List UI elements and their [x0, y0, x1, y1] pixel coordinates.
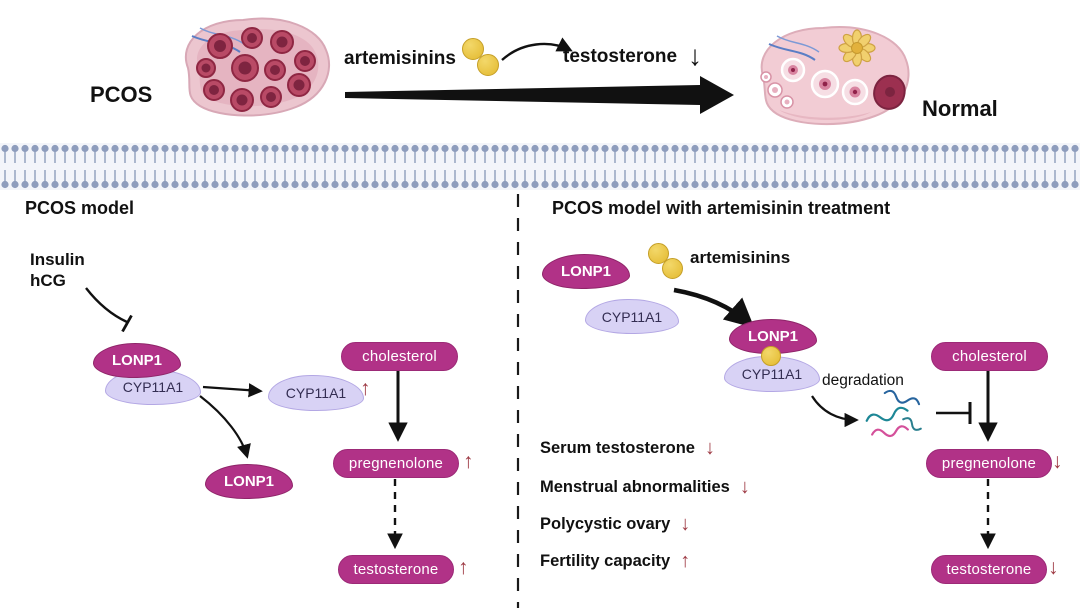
cyp11a1-free-right: CYP11A1	[585, 299, 679, 334]
right-panel-title: PCOS model with artemisinin treatment	[552, 198, 891, 218]
outcome-label: Fertility capacity	[540, 551, 671, 570]
artemisinin-molecule-icon	[662, 258, 683, 279]
artemisinin-molecule-icon	[462, 38, 484, 60]
cyp11a1-up-arrow-icon: ↑	[360, 377, 371, 400]
lonp1-label: LONP1	[223, 473, 274, 490]
lonp1-label: LONP1	[560, 263, 611, 280]
pregnenolone-pill-left: pregnenolone	[333, 449, 459, 478]
outcome-polycystic-ovary: Polycystic ovary ↓	[540, 514, 690, 534]
cholesterol-label: cholesterol	[952, 348, 1027, 365]
testosterone-down-arrow-icon: ↓	[688, 40, 702, 71]
insulin-inhibition-tbar	[121, 314, 133, 333]
testosterone-top-label: testosterone	[563, 46, 678, 67]
artemisinins-right-label: artemisinins	[690, 248, 791, 267]
outcome-label: Polycystic ovary	[540, 514, 671, 533]
pregnenolone-up-arrow-icon: ↑	[463, 450, 474, 473]
left-panel-title: PCOS model	[25, 198, 135, 218]
outcome-fertility-capacity: Fertility capacity ↑	[540, 551, 690, 571]
degradation-arrow	[811, 395, 859, 428]
complex-to-cyp11a1-arrow	[202, 383, 263, 398]
insulin-inhibition-line	[85, 287, 128, 324]
artemisinin-to-testosterone-arrow	[501, 37, 573, 61]
cholesterol-label: cholesterol	[362, 348, 437, 365]
cholesterol-pill-left: cholesterol	[341, 342, 458, 371]
lipid-bilayer-membrane	[0, 143, 1080, 190]
corpus-luteum-flower-icon	[838, 29, 876, 67]
artemisinin-molecule-icon	[477, 54, 499, 76]
down-arrow-icon: ↓	[704, 437, 715, 459]
cyp11a1-label: CYP11A1	[741, 366, 803, 382]
lonp1-label: LONP1	[111, 352, 162, 369]
artemisinin-in-complex-icon	[761, 346, 781, 366]
pregnenolone-label: pregnenolone	[941, 455, 1037, 472]
pregnenolone-down-arrow-icon: ↓	[1052, 450, 1063, 473]
cyp11a1-released: CYP11A1	[268, 375, 364, 411]
testosterone-down-arrow-icon: ↓	[1048, 556, 1059, 579]
pregnenolone-label: pregnenolone	[348, 455, 444, 472]
insulin-label: Insulin	[30, 250, 85, 269]
lonp1-released: LONP1	[205, 464, 293, 499]
pregnenolone-pill-right: pregnenolone	[926, 449, 1052, 478]
cyp11a1-label: CYP11A1	[601, 308, 663, 325]
pcos-ovary-illustration	[184, 17, 331, 117]
pcos-to-normal-arrow	[345, 76, 734, 114]
normal-ovary-illustration	[760, 26, 910, 126]
lonp1-free-right: LONP1	[542, 254, 630, 289]
outcome-menstrual-abnormalities: Menstrual abnormalities ↓	[540, 477, 750, 497]
outcome-label: Menstrual abnormalities	[540, 477, 730, 496]
outcome-label: Serum testosterone	[540, 438, 695, 457]
artemisinin-binding-arrow	[673, 287, 755, 328]
testosterone-label: testosterone	[946, 561, 1032, 578]
degradation-label: degradation	[822, 372, 904, 389]
normal-label: Normal	[922, 96, 998, 121]
down-arrow-icon: ↓	[739, 476, 750, 498]
lonp1-label: LONP1	[747, 328, 798, 345]
cholesterol-pill-right: cholesterol	[931, 342, 1048, 371]
testosterone-up-arrow-icon: ↑	[458, 556, 469, 579]
down-arrow-icon: ↓	[680, 513, 691, 535]
cyp11a1-label: CYP11A1	[122, 379, 184, 395]
cyp11a1-label: CYP11A1	[285, 385, 347, 401]
hcg-label: hCG	[30, 271, 66, 290]
testosterone-pill-left: testosterone	[338, 555, 454, 584]
up-arrow-icon: ↑	[680, 550, 691, 572]
testosterone-pill-right: testosterone	[931, 555, 1047, 584]
artemisinins-top-label: artemisinins	[344, 48, 456, 69]
lonp1-complex-left: LONP1	[93, 343, 181, 378]
outcome-serum-testosterone: Serum testosterone ↓	[540, 438, 715, 458]
pcos-label: PCOS	[90, 82, 153, 107]
complex-to-lonp1-arrow	[199, 395, 251, 459]
artemisinin-molecule-icon	[648, 243, 669, 264]
degraded-protein-squiggles-icon	[865, 389, 922, 438]
testosterone-label: testosterone	[353, 561, 439, 578]
